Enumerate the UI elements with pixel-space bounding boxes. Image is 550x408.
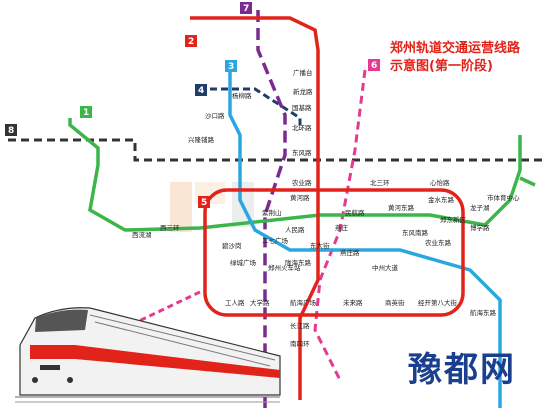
station-label: 农业东路 — [425, 238, 452, 247]
badge-7: 7 — [243, 4, 249, 14]
station-label: 绿城广场 — [230, 258, 257, 267]
map-title: 郑州轨道交通运营线路 示意图(第一阶段) — [390, 40, 520, 76]
station-label: 大学路 — [250, 298, 270, 307]
line-5-loop — [203, 188, 465, 317]
station-label: 经开第八大街 — [418, 298, 458, 307]
badge-8: 8 — [8, 126, 14, 136]
station-label: 民航路 — [345, 208, 365, 217]
station-label: 郑东新区 — [440, 215, 467, 224]
line-1-path — [68, 118, 522, 232]
badge-1: 1 — [83, 108, 89, 118]
station-label: 博学路 — [470, 223, 490, 232]
station-label: 黄河东路 — [388, 203, 415, 212]
line-3-path — [228, 72, 502, 408]
station-label: 广播台 — [293, 68, 313, 77]
station-label: 南四环 — [290, 339, 310, 348]
station-label: 未来路 — [343, 298, 363, 307]
station-labels: 广播台 新龙路 国基路 北环路 东风路 农业路 黄河路 紫荆山 人民路 二七广场… — [132, 68, 520, 348]
watermark-logo — [170, 182, 254, 232]
station-label: 西三环 — [160, 224, 180, 232]
station-label: 东风路 — [292, 148, 312, 157]
station-label: 北环路 — [292, 123, 312, 132]
station-label: 二七广场 — [262, 236, 289, 245]
station-label: 紫荆山 — [262, 208, 282, 217]
line-1-branch — [519, 176, 536, 187]
station-label: 航海广场 — [290, 298, 317, 307]
line-badges: 7 2 3 4 6 1 8 5 — [5, 2, 380, 208]
badge-4: 4 — [198, 86, 204, 96]
station-label: 人民路 — [285, 225, 305, 234]
station-label: 新龙路 — [293, 87, 313, 96]
station-label: 商英街 — [385, 298, 405, 307]
line-7-path — [256, 10, 287, 408]
station-label: 黄河路 — [290, 193, 310, 202]
station-label: 燕庄路 — [340, 248, 360, 257]
station-label: 碧沙岗 — [222, 241, 242, 250]
line-8-path — [8, 138, 545, 162]
badge-3: 3 — [228, 62, 234, 72]
station-label: 燕庄 — [335, 223, 349, 232]
station-label: 农业路 — [292, 178, 312, 187]
badge-6: 6 — [371, 61, 377, 71]
station-label: 心怡路 — [430, 178, 450, 187]
station-label: 郑州火车站 — [268, 263, 301, 272]
line-6-path — [313, 69, 367, 381]
station-label: 陇海东路 — [285, 258, 312, 267]
station-label: 国基路 — [292, 103, 312, 112]
title-line-2: 示意图(第一阶段) — [390, 59, 493, 74]
station-label: 长江路 — [290, 321, 310, 330]
station-label: 杨柳路 — [232, 91, 252, 100]
station-label: 中州大道 — [372, 263, 399, 272]
station-label: 西流湖 — [132, 230, 152, 239]
badge-2: 2 — [188, 37, 194, 47]
station-label: 北三环 — [370, 179, 390, 187]
station-label: 航海东路 — [470, 308, 497, 317]
station-label: 东大街 — [310, 241, 330, 250]
station-label: 沙口路 — [205, 111, 225, 120]
line-4-path — [210, 87, 302, 130]
station-label: 东风南路 — [402, 228, 429, 237]
station-label: 龙子湖 — [470, 203, 490, 212]
brand-logo: 豫都网 — [408, 350, 516, 390]
station-label: 兴隆铺路 — [188, 135, 215, 144]
station-label: 金水东路 — [428, 195, 455, 204]
line-2-path — [190, 16, 320, 400]
station-label: 市体育中心 — [487, 193, 520, 202]
station-label: 工人路 — [225, 298, 245, 307]
badge-5: 5 — [201, 198, 207, 208]
title-line-1: 郑州轨道交通运营线路 — [390, 41, 521, 56]
